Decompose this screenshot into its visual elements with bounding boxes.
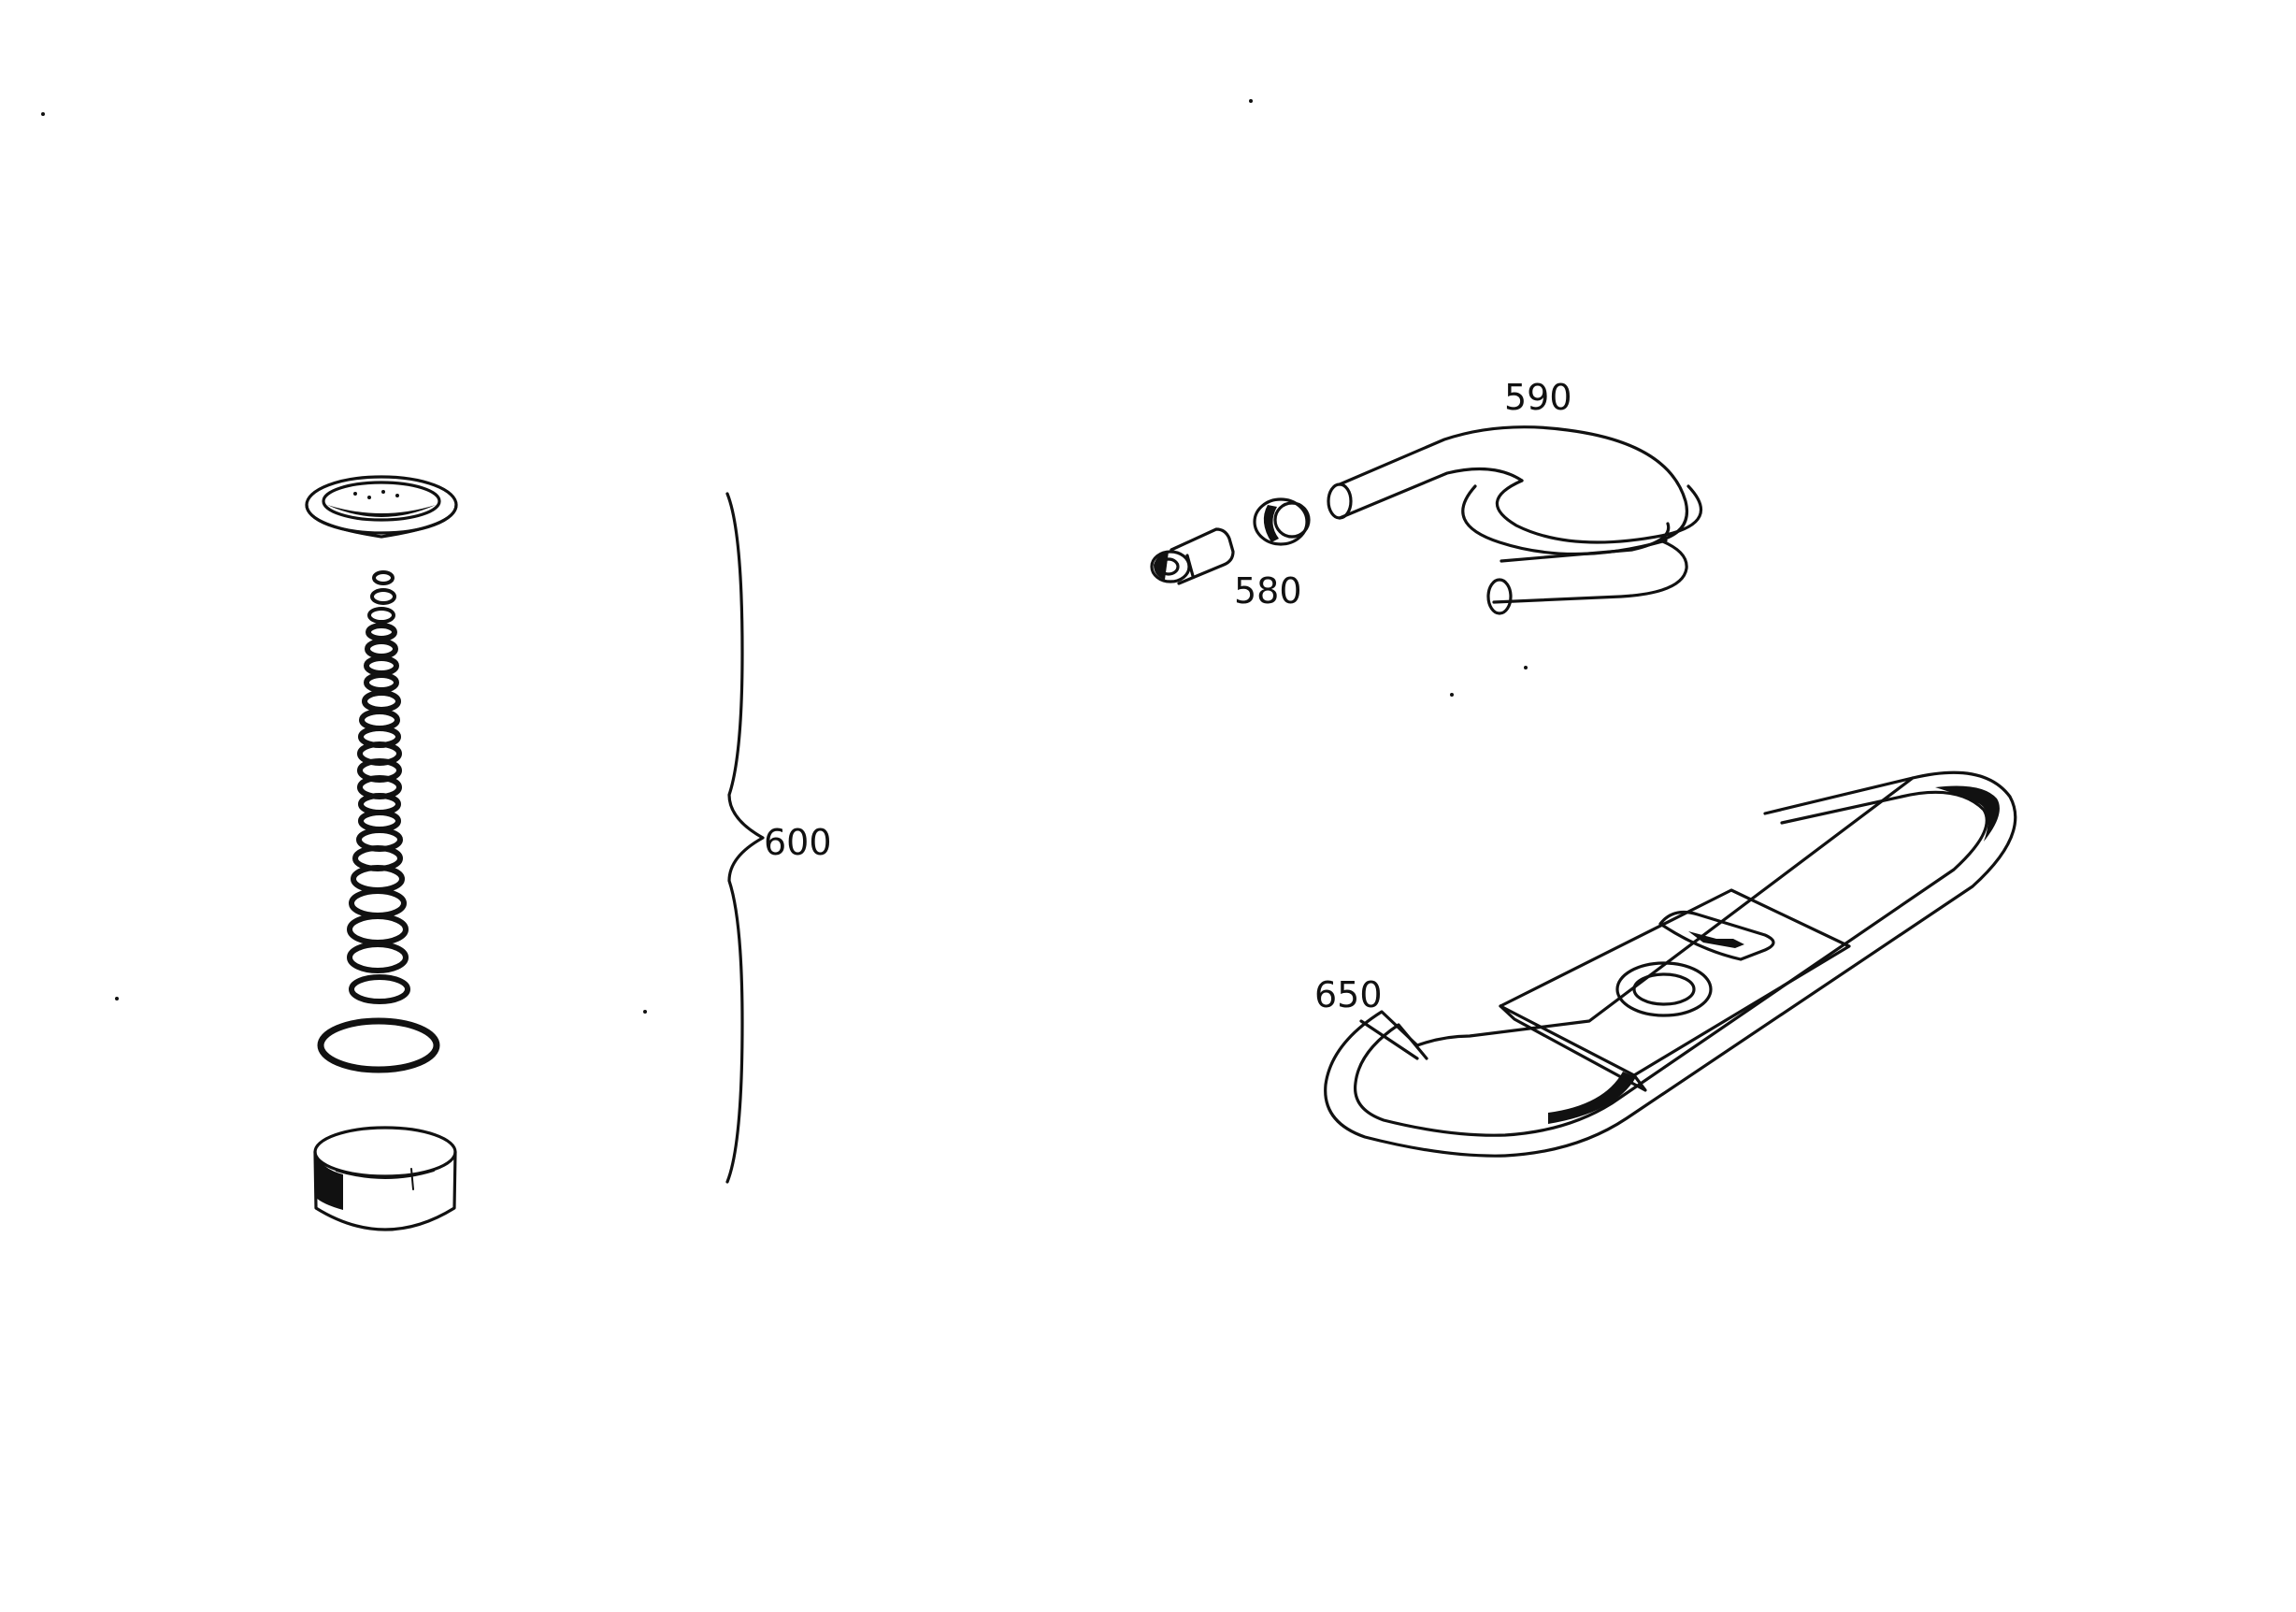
hose	[1327, 425, 1703, 615]
o-ring	[367, 607, 395, 624]
o-ring	[372, 570, 395, 585]
top-cap	[305, 475, 458, 539]
large-o-ring	[317, 1017, 440, 1073]
o-ring	[366, 623, 397, 641]
o-ring	[364, 672, 399, 693]
o-ring	[358, 810, 401, 832]
o-ring	[349, 974, 410, 1004]
scan-specks	[41, 99, 1528, 1014]
o-ring	[349, 888, 407, 918]
kit-brace	[725, 492, 765, 1184]
o-ring	[347, 942, 409, 973]
label-650: 650	[1314, 974, 1383, 1015]
o-ring	[362, 690, 401, 712]
o-ring-stack	[347, 570, 410, 1004]
seal-kit-assembly	[305, 475, 458, 1231]
o-ring	[365, 639, 398, 659]
o-ring	[364, 655, 399, 676]
ferrule	[1253, 497, 1311, 546]
label-590: 590	[1504, 377, 1572, 418]
label-600: 600	[764, 822, 832, 863]
o-ring	[347, 914, 409, 945]
bottom-cup	[313, 1126, 457, 1231]
leader-650	[1359, 1019, 1419, 1060]
label-580: 580	[1234, 570, 1302, 612]
o-ring	[370, 588, 396, 605]
grease-nipple	[1150, 527, 1235, 585]
v-belt	[1324, 770, 2017, 1158]
